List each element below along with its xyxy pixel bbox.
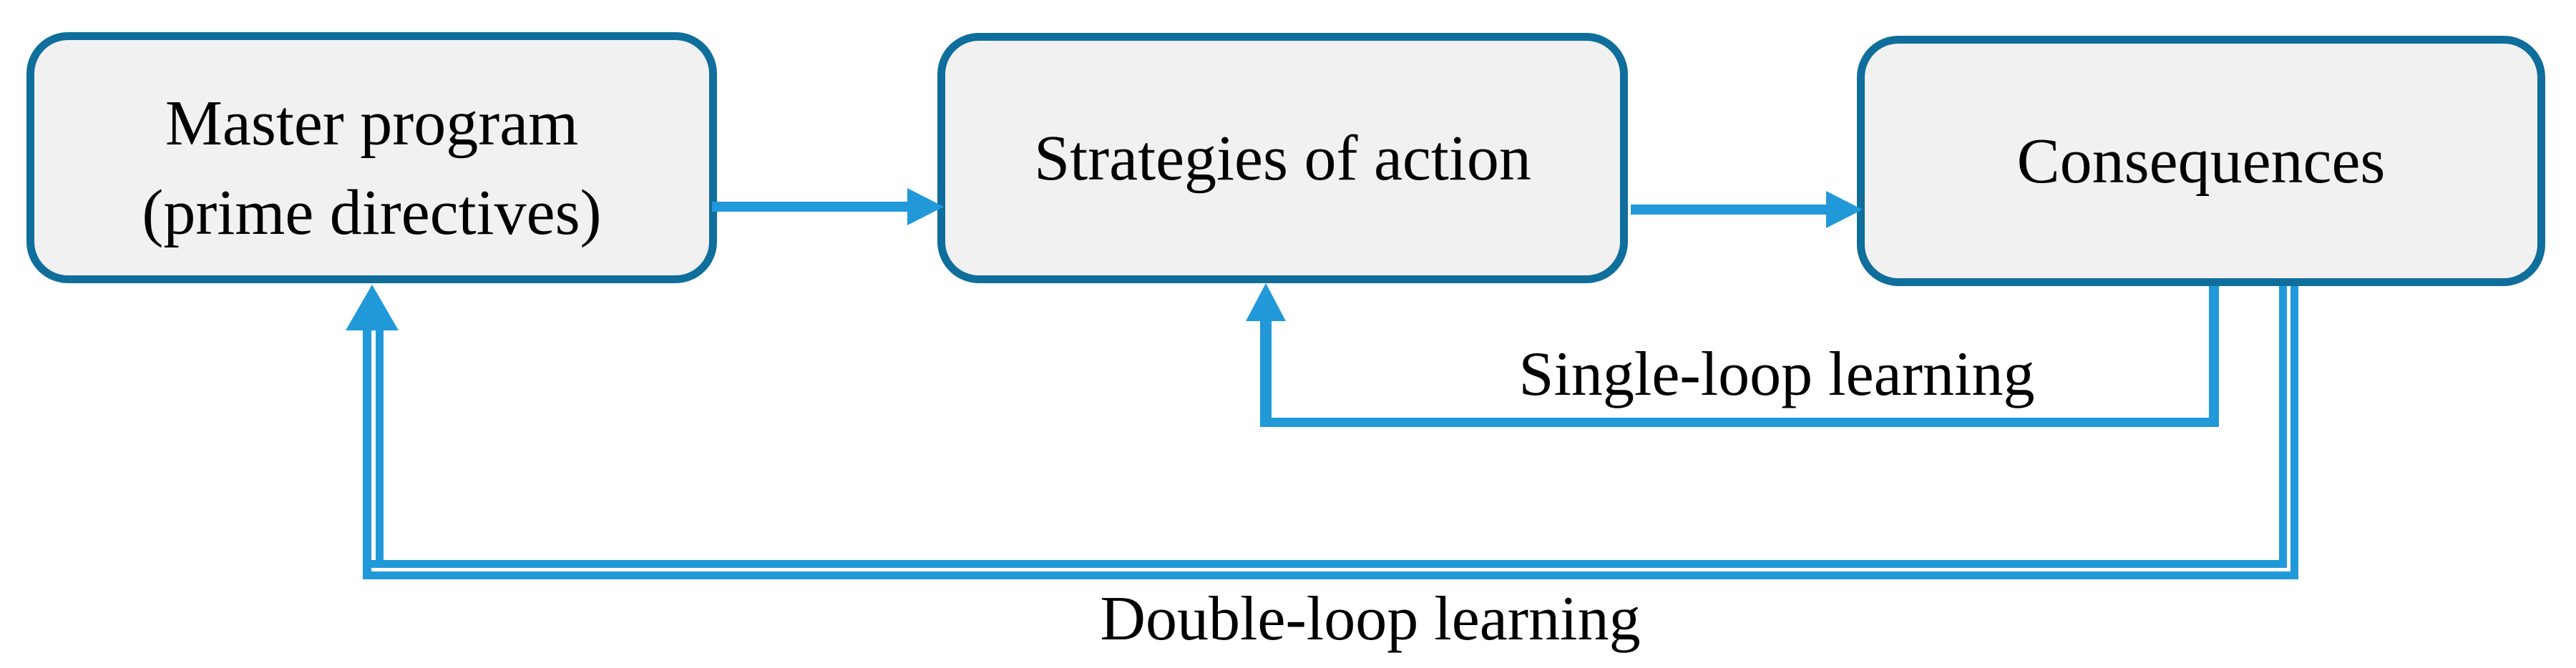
- single-loop-arrowhead-icon: [1246, 283, 1286, 321]
- double-loop-right-vertical-outer-line: [2290, 286, 2298, 579]
- master-program-box: Master program (prime directives): [26, 32, 717, 283]
- master-program-label-line1: Master program: [165, 87, 579, 159]
- single-loop-learning-label: Single-loop learning: [1518, 340, 2035, 409]
- single-loop-vertical-up-line: [1260, 319, 1272, 427]
- consequences-box: Consequences: [1857, 36, 2545, 286]
- arrow-master-to-strategies-head-icon: [907, 188, 944, 225]
- master-program-label-line2: (prime directives): [142, 177, 602, 248]
- single-loop-horizontal-line: [1260, 418, 2219, 427]
- double-loop-horizontal-bottom-line: [363, 571, 2298, 579]
- arrow-strategies-to-consequences-head-icon: [1826, 191, 1863, 228]
- strategies-of-action-label: Strategies of action: [1034, 122, 1531, 194]
- double-loop-learning-label: Double-loop learning: [1100, 584, 1641, 654]
- single-loop-vertical-down-line: [2209, 286, 2219, 427]
- double-loop-left-vertical-inner-line: [376, 329, 384, 568]
- double-loop-right-vertical-inner-line: [2279, 286, 2287, 568]
- arrow-master-to-strategies-shaft: [712, 202, 907, 212]
- double-loop-left-vertical-outer-line: [363, 329, 371, 579]
- arrow-strategies-to-consequences-shaft: [1631, 205, 1826, 215]
- strategies-of-action-box: Strategies of action: [937, 33, 1628, 283]
- double-loop-horizontal-top-line: [371, 560, 2287, 568]
- consequences-label: Consequences: [2016, 125, 2386, 197]
- double-loop-arrowhead-icon: [346, 285, 399, 330]
